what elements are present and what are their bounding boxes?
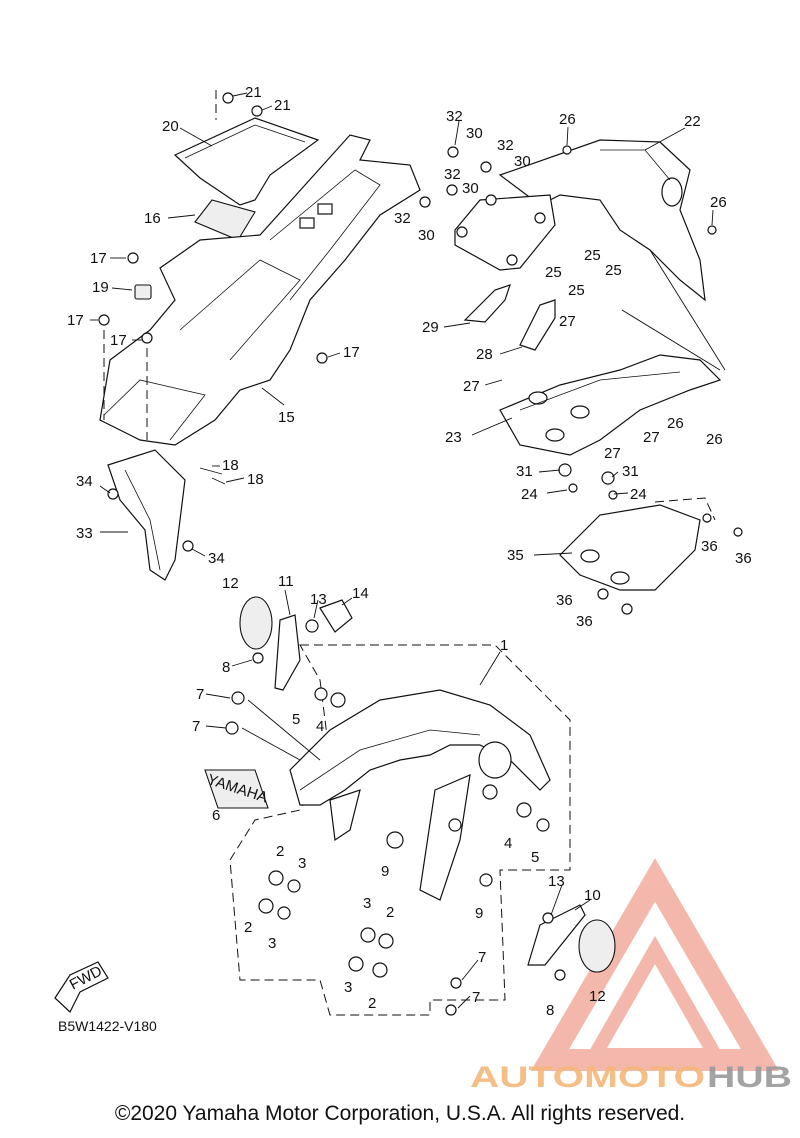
callout-label: 2 — [244, 919, 252, 936]
callout-label: 32 — [497, 137, 514, 154]
callout-label: 30 — [466, 125, 483, 142]
callout-label: 25 — [584, 247, 601, 264]
callout-label: 17 — [67, 312, 84, 329]
callout-label: 36 — [735, 550, 752, 567]
callout-label: 24 — [630, 486, 647, 503]
callout-label: 32 — [444, 166, 461, 183]
callout-label: 12 — [589, 988, 606, 1005]
callout-label: 2 — [276, 843, 284, 860]
callout-label: 21 — [274, 97, 291, 114]
callout-label: 32 — [446, 108, 463, 125]
callout-label: 30 — [514, 153, 531, 170]
callout-label: 34 — [208, 550, 225, 567]
callout-label: 25 — [545, 264, 562, 281]
callout-label: 17 — [110, 332, 127, 349]
callout-label: 3 — [363, 895, 371, 912]
callout-label: 2 — [386, 904, 394, 921]
callout-label: 1 — [500, 637, 508, 654]
callout-label: 19 — [92, 279, 109, 296]
tail-assembly — [419, 139, 743, 615]
callout-label: 17 — [90, 250, 107, 267]
callout-label: 31 — [622, 463, 639, 480]
callout-label: 4 — [316, 718, 324, 735]
callout-label: 29 — [422, 319, 439, 336]
callout-label: 27 — [559, 313, 576, 330]
callout-label: 10 — [584, 887, 601, 904]
callout-label: 26 — [706, 431, 723, 448]
callout-label: 8 — [546, 1002, 554, 1019]
watermark-brand-part1: AUTOMOTO — [470, 1061, 705, 1094]
callout-label: 13 — [548, 873, 565, 890]
callout-labels: 21 21 20 16 17 19 17 17 17 15 18 18 34 3… — [67, 84, 752, 1019]
callout-label: 34 — [76, 473, 93, 490]
callout-label: 32 — [394, 210, 411, 227]
callout-label: 8 — [222, 659, 230, 676]
callout-label: 5 — [292, 711, 300, 728]
callout-label: 7 — [192, 718, 200, 735]
callout-label: 2 — [368, 995, 376, 1012]
callout-label: 18 — [222, 457, 239, 474]
callout-label: 27 — [463, 378, 480, 395]
callout-label: 16 — [144, 210, 161, 227]
callout-label: 7 — [472, 989, 480, 1006]
watermark-brand-part2: HUB — [707, 1061, 792, 1094]
callout-label: 25 — [568, 282, 585, 299]
front-fender-assembly — [204, 596, 616, 1016]
callout-label: 20 — [162, 118, 179, 135]
callout-label: 36 — [701, 538, 718, 555]
callout-label: 26 — [559, 111, 576, 128]
callout-label: 27 — [643, 429, 660, 446]
callout-label: 3 — [298, 855, 306, 872]
callout-label: 26 — [667, 415, 684, 432]
callout-label: 30 — [462, 180, 479, 197]
callout-label: 31 — [516, 463, 533, 480]
callout-label: 27 — [604, 445, 621, 462]
callout-label: 25 — [605, 262, 622, 279]
diagram-code: B5W1422-V180 — [58, 1018, 157, 1034]
callout-label: 5 — [531, 849, 539, 866]
callout-label: 24 — [521, 486, 538, 503]
callout-label: 9 — [381, 863, 389, 880]
callout-label: 30 — [418, 227, 435, 244]
callout-label: 14 — [352, 585, 369, 602]
fwd-arrow-icon — [54, 961, 109, 1013]
callout-label: 17 — [343, 344, 360, 361]
callout-label: 4 — [504, 835, 512, 852]
callout-label: 21 — [245, 84, 262, 101]
callout-label: 35 — [507, 547, 524, 564]
callout-label: 22 — [684, 113, 701, 130]
callout-label: 9 — [475, 905, 483, 922]
callout-label: 23 — [445, 429, 462, 446]
callout-label: 11 — [278, 573, 294, 590]
callout-label: 36 — [576, 613, 593, 630]
callout-label: 3 — [344, 979, 352, 996]
leader-lines — [90, 92, 714, 1009]
copyright-notice: ©2020 Yamaha Motor Corporation, U.S.A. A… — [114, 1102, 686, 1125]
callout-label: 28 — [476, 346, 493, 363]
callout-label: 26 — [710, 194, 727, 211]
callout-label: 13 — [310, 591, 327, 608]
callout-label: 18 — [247, 471, 264, 488]
rear-frame-assembly — [98, 90, 421, 581]
callout-label: 12 — [222, 575, 239, 592]
callout-label: 3 — [268, 935, 276, 952]
callout-label: 7 — [196, 686, 204, 703]
watermark-text: AUTOMOTO HUB — [470, 1061, 792, 1094]
callout-label: 33 — [76, 525, 93, 542]
callout-label: 7 — [478, 949, 486, 966]
callout-label: 15 — [278, 409, 295, 426]
callout-label: 6 — [212, 807, 220, 824]
callout-label: 36 — [556, 592, 573, 609]
